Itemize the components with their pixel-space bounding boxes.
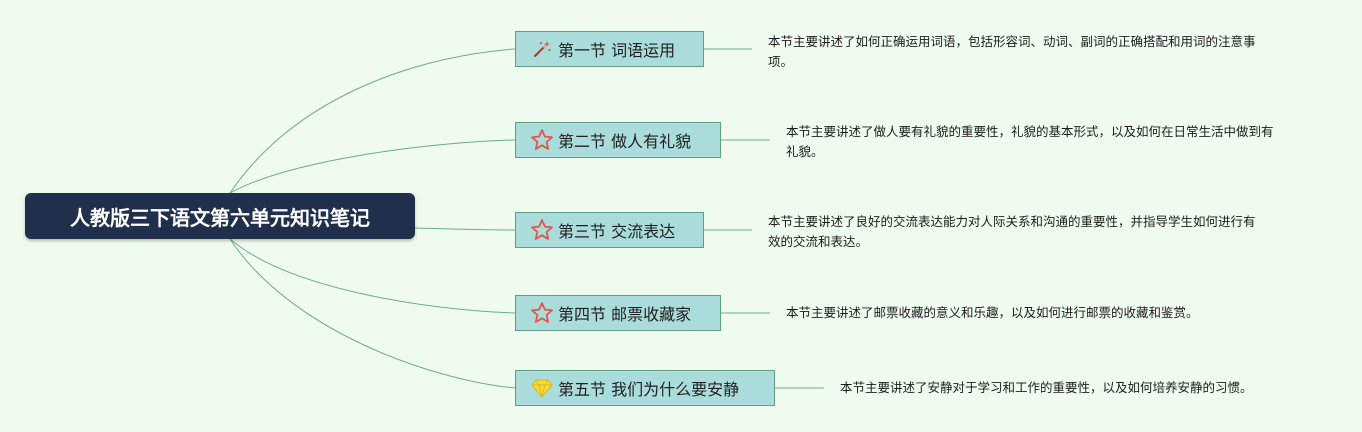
star-outline-icon xyxy=(530,301,554,325)
branch-label-4: 第四节 邮票收藏家 xyxy=(558,305,692,324)
connector-root-branch-4 xyxy=(229,238,516,314)
branch-node-4[interactable]: 第四节 邮票收藏家 xyxy=(515,295,721,331)
description-5: 本节主要讲述了安静对于学习和工作的重要性，以及如何培养安静的习惯。 xyxy=(840,380,1253,395)
branch-label-2: 第二节 做人有礼貌 xyxy=(558,132,692,151)
connector-root-branch-3 xyxy=(414,227,516,231)
diamond-icon xyxy=(530,376,554,400)
connector-root-branch-2 xyxy=(229,139,516,194)
branch-node-3[interactable]: 第三节 交流表达 xyxy=(515,212,704,248)
description-2: 本节主要讲述了做人要有礼貌的重要性，礼貌的基本形式，以及如何在日常生活中做到有礼… xyxy=(786,124,1274,159)
branch-label-1: 第一节 词语运用 xyxy=(558,41,676,60)
branch-label-3: 第三节 交流表达 xyxy=(558,222,676,241)
description-3: 本节主要讲述了良好的交流表达能力对人际关系和沟通的重要性，并指导学生如何进行有效… xyxy=(768,214,1256,249)
root-title: 人教版三下语文第六单元知识笔记 xyxy=(70,205,370,230)
root-node[interactable]: 人教版三下语文第六单元知识笔记 xyxy=(25,193,415,239)
branch-node-5[interactable]: 第五节 我们为什么要安静 xyxy=(515,370,775,406)
branch-node-1[interactable]: 第一节 词语运用 xyxy=(515,31,704,67)
connector-root-branch-1 xyxy=(229,48,516,194)
star-outline-icon xyxy=(530,218,554,242)
branch-node-2[interactable]: 第二节 做人有礼貌 xyxy=(515,122,721,158)
star-outline-icon xyxy=(530,128,554,152)
description-4: 本节主要讲述了邮票收藏的意义和乐趣，以及如何进行邮票的收藏和鉴赏。 xyxy=(786,305,1199,320)
magic-wand-icon xyxy=(530,37,554,61)
description-1: 本节主要讲述了如何正确运用词语，包括形容词、动词、副词的正确搭配和用词的注意事项… xyxy=(768,34,1256,69)
branch-label-5: 第五节 我们为什么要安静 xyxy=(558,380,740,399)
connector-root-branch-5 xyxy=(229,238,516,389)
